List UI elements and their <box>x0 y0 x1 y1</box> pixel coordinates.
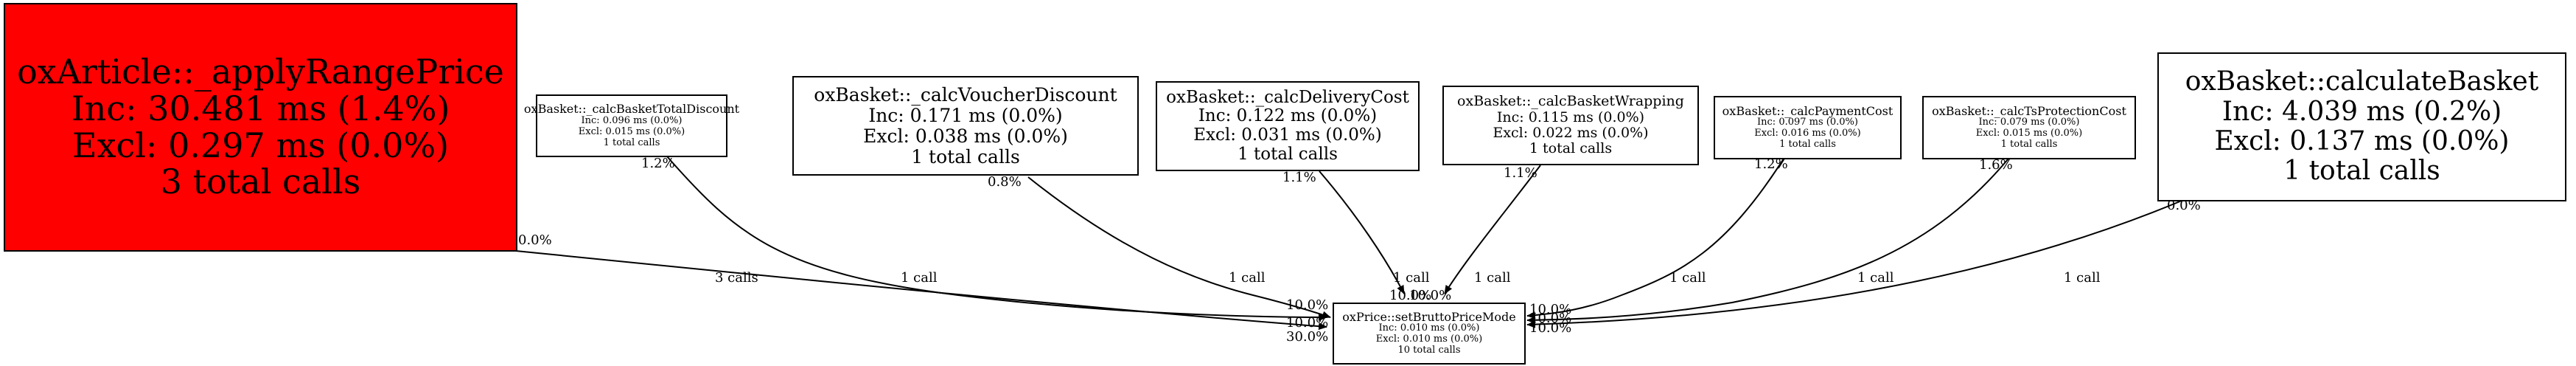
node-inc: Inc: 4.039 ms (0.2%) <box>2221 96 2502 127</box>
node-calcDeliveryCost[interactable]: oxBasket::_calcDeliveryCost Inc: 0.122 m… <box>1156 81 1420 171</box>
node-excl: Excl: 0.010 ms (0.0%) <box>1375 334 1483 345</box>
edge-calls-label: 1 call <box>1669 270 1706 286</box>
node-inc: Inc: 0.171 ms (0.0%) <box>868 104 1063 126</box>
edge-calls-label: 1 call <box>1229 270 1266 286</box>
edge-calcBasketTotalDiscount <box>666 156 1327 321</box>
node-calcVoucherDiscount[interactable]: oxBasket::_calcVoucherDiscount Inc: 0.17… <box>792 76 1139 176</box>
node-calls: 1 total calls <box>911 145 1020 168</box>
node-title: oxBasket::_calcBasketTotalDiscount <box>523 102 740 117</box>
node-title: oxBasket::calculateBasket <box>2185 66 2539 97</box>
node-applyRangePrice[interactable]: oxArticle::_applyRangePrice Inc: 30.481 … <box>4 3 517 252</box>
node-calls: 1 total calls <box>2000 139 2058 151</box>
node-calls: 1 total calls <box>1238 144 1338 164</box>
node-calls: 1 total calls <box>603 137 660 148</box>
node-calcTsProtectionCost[interactable]: oxBasket::_calcTsProtectionCost Inc: 0.0… <box>1922 96 2136 159</box>
edge-calls-label: 3 calls <box>715 270 758 286</box>
node-title: oxPrice::setBruttoPriceMode <box>1342 309 1516 324</box>
edge-dst-pct: 10.0% <box>1409 288 1451 303</box>
node-excl: Excl: 0.015 ms (0.0%) <box>578 125 685 137</box>
edge-dst-pct: 10.0% <box>1529 320 1571 336</box>
edge-src-pct: 1.2% <box>641 156 675 171</box>
edge-calls-label: 1 call <box>901 270 938 286</box>
node-excl: Excl: 0.297 ms (0.0%) <box>71 125 450 165</box>
edge-src-pct: 0.8% <box>988 174 1022 190</box>
node-title: oxBasket::_calcTsProtectionCost <box>1932 103 2126 118</box>
node-excl: Excl: 0.015 ms (0.0%) <box>1975 128 2083 139</box>
node-title: oxArticle::_applyRangePrice <box>17 52 504 92</box>
node-calculateBasket[interactable]: oxBasket::calculateBasket Inc: 4.039 ms … <box>2157 52 2566 201</box>
node-calcBasketTotalDiscount[interactable]: oxBasket::_calcBasketTotalDiscount Inc: … <box>524 94 739 157</box>
node-inc: Inc: 30.481 ms (1.4%) <box>71 88 450 128</box>
edge-dst-pct: 10.0% <box>1529 302 1571 317</box>
edge-src-pct: 0.0% <box>2167 198 2201 213</box>
node-excl: Excl: 0.022 ms (0.0%) <box>1493 125 1649 141</box>
node-title: oxBasket::_calcDeliveryCost <box>1166 87 1409 107</box>
edge-dst-pct: 10.0% <box>1389 288 1431 303</box>
node-inc: Inc: 0.097 ms (0.0%) <box>1757 117 1858 128</box>
node-calls: 1 total calls <box>1779 139 1836 151</box>
edge-src-pct: 1.2% <box>1754 156 1788 172</box>
node-calls: 1 total calls <box>2283 156 2440 187</box>
edge-src-pct: 0.0% <box>518 232 552 248</box>
node-excl: Excl: 0.137 ms (0.0%) <box>2214 126 2510 156</box>
edge-dst-pct: 10.0% <box>1286 297 1328 313</box>
node-calcPaymentCost[interactable]: oxBasket::_calcPaymentCost Inc: 0.097 ms… <box>1714 96 1902 159</box>
edge-calls-label: 1 call <box>1857 270 1894 286</box>
node-calls: 1 total calls <box>1529 140 1613 157</box>
edge-calcVoucherDiscount <box>1027 176 1331 319</box>
edge-dst-pct: 10.0% <box>1286 315 1328 331</box>
node-inc: Inc: 0.122 ms (0.0%) <box>1198 106 1378 126</box>
node-excl: Excl: 0.016 ms (0.0%) <box>1754 128 1861 139</box>
edge-calcTsProtectionCost <box>1526 158 2009 324</box>
edge-calls-label: 1 call <box>1393 270 1430 286</box>
edge-applyRangePrice <box>515 250 1327 331</box>
edge-dst-pct: 10.0% <box>1529 311 1571 326</box>
edge-calcDeliveryCost <box>1319 170 1405 294</box>
edge-src-pct: 1.1% <box>1504 165 1537 181</box>
node-setBruttoPriceMode[interactable]: oxPrice::setBruttoPriceMode Inc: 0.010 m… <box>1333 303 1526 365</box>
node-excl: Excl: 0.031 ms (0.0%) <box>1193 125 1382 145</box>
node-calcBasketWrapping[interactable]: oxBasket::_calcBasketWrapping Inc: 0.115… <box>1442 86 1699 165</box>
edge-calls-label: 1 call <box>1474 270 1511 286</box>
edge-calcPaymentCost <box>1526 158 1784 320</box>
edge-src-pct: 1.1% <box>1282 170 1316 185</box>
node-inc: Inc: 0.010 ms (0.0%) <box>1378 322 1480 334</box>
node-calls: 3 total calls <box>160 162 361 202</box>
edge-calculateBasket <box>1526 200 2182 328</box>
node-title: oxBasket::_calcPaymentCost <box>1722 103 1893 118</box>
node-inc: Inc: 0.096 ms (0.0%) <box>581 114 683 126</box>
node-inc: Inc: 0.115 ms (0.0%) <box>1496 108 1645 125</box>
node-title: oxBasket::_calcBasketWrapping <box>1457 93 1684 110</box>
node-calls: 10 total calls <box>1397 345 1461 356</box>
node-inc: Inc: 0.079 ms (0.0%) <box>1978 117 2080 128</box>
node-title: oxBasket::_calcVoucherDiscount <box>814 83 1117 106</box>
edge-src-pct: 1.6% <box>1979 157 2013 173</box>
edge-dst-pct: 30.0% <box>1286 329 1328 345</box>
node-excl: Excl: 0.038 ms (0.0%) <box>863 125 1068 147</box>
edge-calls-label: 1 call <box>2064 270 2101 286</box>
edge-calcBasketWrapping <box>1444 165 1541 294</box>
